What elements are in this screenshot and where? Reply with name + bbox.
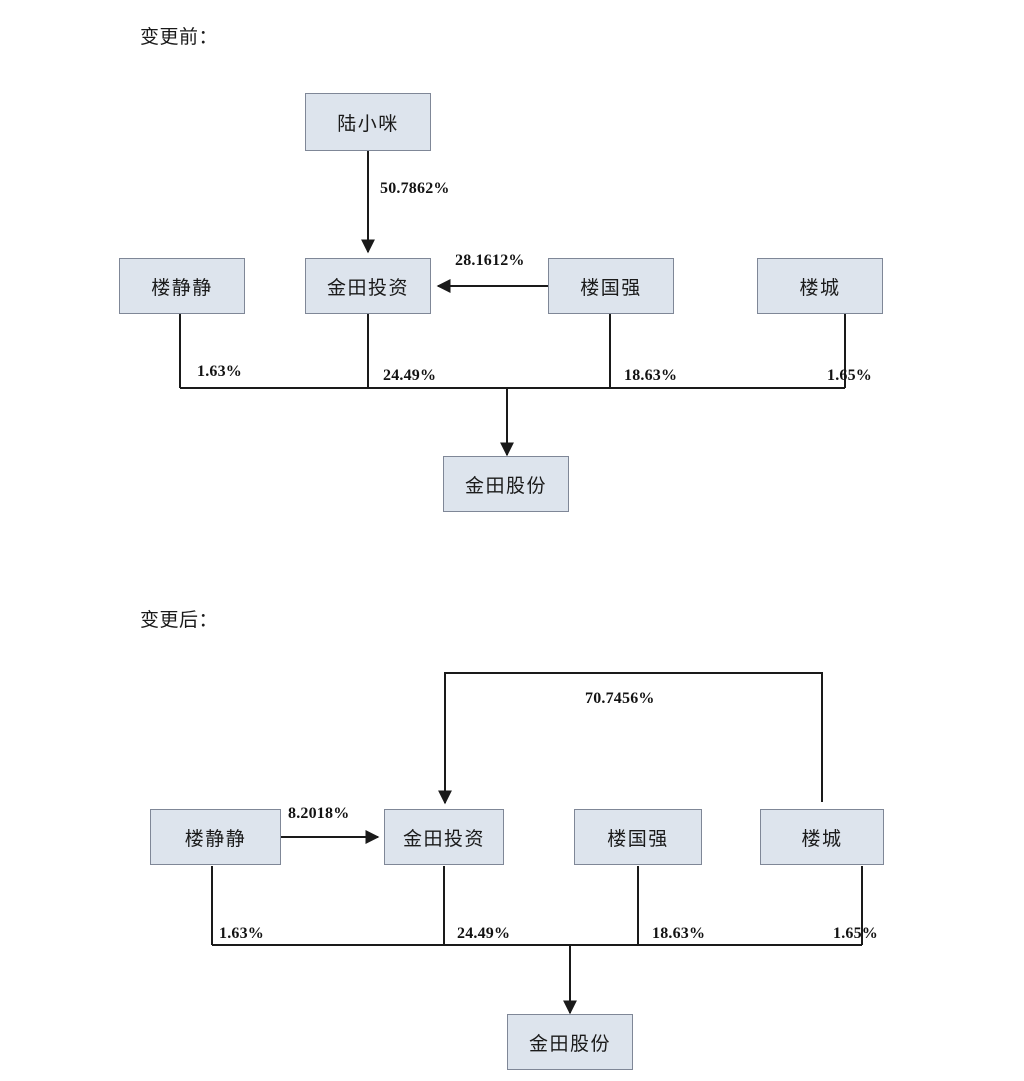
node-jin-tian-gu-fen[interactable]: 金田股份 [443,456,569,512]
edge-label-before-1-63: 1.63% [197,363,242,380]
node-jin-tian-tou-zi[interactable]: 金田投资 [305,258,431,314]
edge-loucheng-to-jintiantouzi [438,672,823,805]
edge-label-after-18-63: 18.63% [652,925,706,942]
node-lou-guo-qiang-after[interactable]: 楼国强 [574,809,702,865]
edge-label-before-1-65: 1.65% [827,367,872,384]
edge-label-after-1-65: 1.65% [833,925,878,942]
section-title-after: 变更后： [140,610,219,631]
edge-label-8-2018: 8.2018% [288,805,350,822]
node-lou-guo-qiang[interactable]: 楼国强 [548,258,674,314]
node-lou-cheng-after[interactable]: 楼城 [760,809,884,865]
edge-label-28-1612: 28.1612% [455,252,525,269]
node-lou-jing-jing-after[interactable]: 楼静静 [150,809,281,865]
node-jin-tian-gu-fen-after[interactable]: 金田股份 [507,1014,633,1070]
node-jin-tian-tou-zi-after[interactable]: 金田投资 [384,809,504,865]
edge-label-50-7862: 50.7862% [380,180,450,197]
node-lou-jing-jing[interactable]: 楼静静 [119,258,245,314]
edge-label-after-24-49: 24.49% [457,925,511,942]
node-lu-xiao-mi[interactable]: 陆小咪 [305,93,431,151]
edge-label-70-7456: 70.7456% [585,690,655,707]
edge-label-before-24-49: 24.49% [383,367,437,384]
edge-label-before-18-63: 18.63% [624,367,678,384]
edge-label-after-1-63: 1.63% [219,925,264,942]
node-lou-cheng[interactable]: 楼城 [757,258,883,314]
section-title-before: 变更前： [140,27,219,48]
